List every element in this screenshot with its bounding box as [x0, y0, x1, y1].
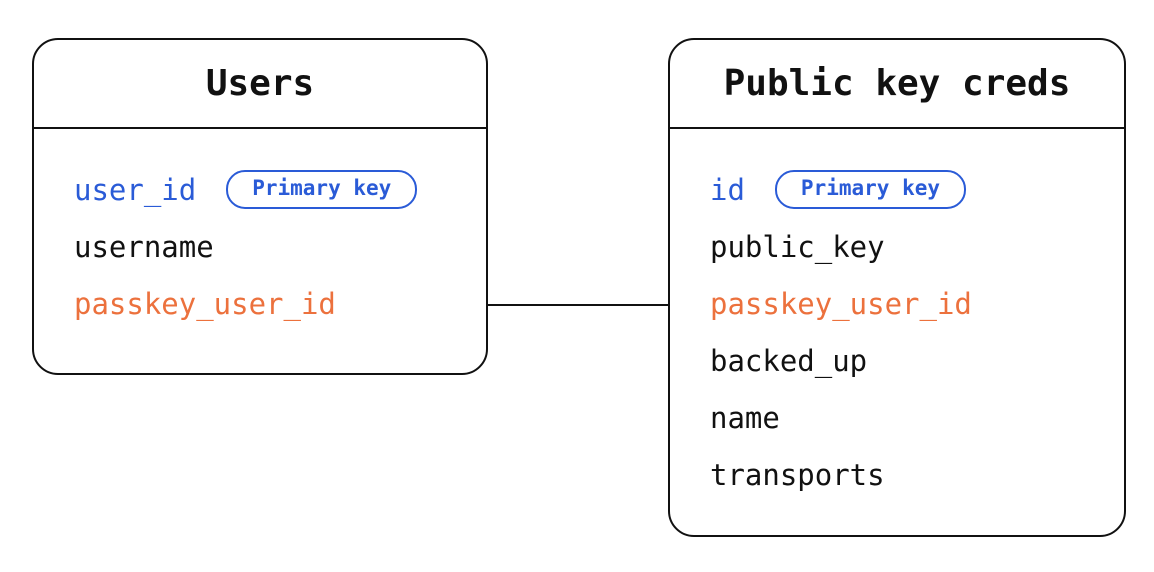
entity-title: Users — [205, 63, 315, 104]
field-name: username — [74, 229, 214, 264]
entity-users-header: Users — [34, 40, 486, 129]
entity-public-key-creds-body: id Primary key public_key passkey_user_i… — [670, 129, 1124, 503]
entity-public-key-creds: Public key creds id Primary key public_k… — [668, 38, 1126, 537]
primary-key-badge: Primary key — [774, 170, 966, 209]
field-row: public_key — [710, 218, 1124, 275]
field-row: backed_up — [710, 332, 1124, 389]
field-row: passkey_user_id — [74, 275, 486, 332]
entity-public-key-creds-header: Public key creds — [670, 40, 1124, 129]
entity-title: Public key creds — [723, 63, 1071, 104]
primary-key-badge: Primary key — [226, 170, 418, 209]
field-name: public_key — [710, 229, 885, 264]
field-name: name — [710, 400, 780, 435]
field-name: backed_up — [710, 343, 868, 378]
field-row: username — [74, 218, 486, 275]
field-name: passkey_user_id — [710, 286, 972, 321]
field-row: id Primary key — [710, 161, 1124, 218]
field-name: id — [710, 172, 745, 207]
field-row: transports — [710, 446, 1124, 503]
field-row: passkey_user_id — [710, 275, 1124, 332]
entity-users: Users user_id Primary key username passk… — [32, 38, 488, 375]
entity-users-body: user_id Primary key username passkey_use… — [34, 129, 486, 332]
field-name: passkey_user_id — [74, 286, 336, 321]
field-name: user_id — [74, 172, 197, 207]
field-row: user_id Primary key — [74, 161, 486, 218]
relation-line — [488, 304, 668, 306]
field-row: name — [710, 389, 1124, 446]
field-name: transports — [710, 457, 885, 492]
